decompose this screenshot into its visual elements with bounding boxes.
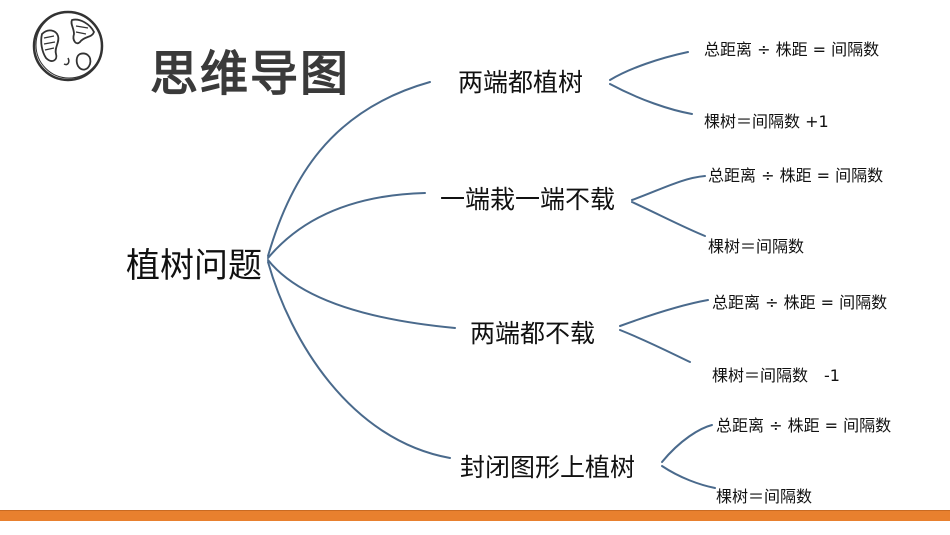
formula-b4-1: 总距离 ÷ 株距 = 间隔数 bbox=[716, 416, 892, 435]
connector-b2-leaf-1 bbox=[631, 175, 706, 201]
formula-b1-1: 总距离 ÷ 株距 = 间隔数 bbox=[704, 40, 880, 59]
formula-b2-1: 总距离 ÷ 株距 = 间隔数 bbox=[708, 166, 884, 185]
connector-b4-leaf-2 bbox=[661, 465, 716, 489]
globe-icon bbox=[32, 10, 104, 82]
connector-b4-leaf-1 bbox=[661, 424, 713, 463]
page-title: 思维导图 bbox=[150, 46, 351, 102]
mindmap-root-node: 植树问题 bbox=[126, 246, 262, 286]
connector-b1-leaf-1 bbox=[609, 51, 689, 81]
connector-b3-leaf-1 bbox=[619, 299, 709, 327]
formula-b2-2: 棵树＝间隔数 bbox=[708, 237, 805, 256]
connector-b2-leaf-2 bbox=[631, 201, 706, 237]
formula-b1-2: 棵树＝间隔数 +1 bbox=[704, 112, 829, 131]
connector-root-branch-1 bbox=[267, 81, 431, 257]
connector-root-branch-4 bbox=[267, 261, 451, 459]
branch-node-2: 一端栽一端不载 bbox=[440, 185, 616, 214]
connector-b1-leaf-2 bbox=[609, 83, 693, 115]
formula-b3-1: 总距离 ÷ 株距 = 间隔数 bbox=[712, 293, 888, 312]
formula-b4-2: 棵树＝间隔数 bbox=[716, 487, 813, 506]
branch-node-4: 封闭图形上植树 bbox=[460, 453, 636, 482]
branch-node-1: 两端都植树 bbox=[458, 68, 584, 97]
connector-b3-leaf-2 bbox=[619, 329, 691, 363]
connector-root-branch-3 bbox=[267, 259, 456, 329]
branch-node-3: 两端都不载 bbox=[470, 319, 596, 348]
formula-b3-2: 棵树＝间隔数 -1 bbox=[712, 366, 840, 385]
connector-root-branch-2 bbox=[267, 192, 426, 259]
footer-bar bbox=[0, 510, 950, 521]
